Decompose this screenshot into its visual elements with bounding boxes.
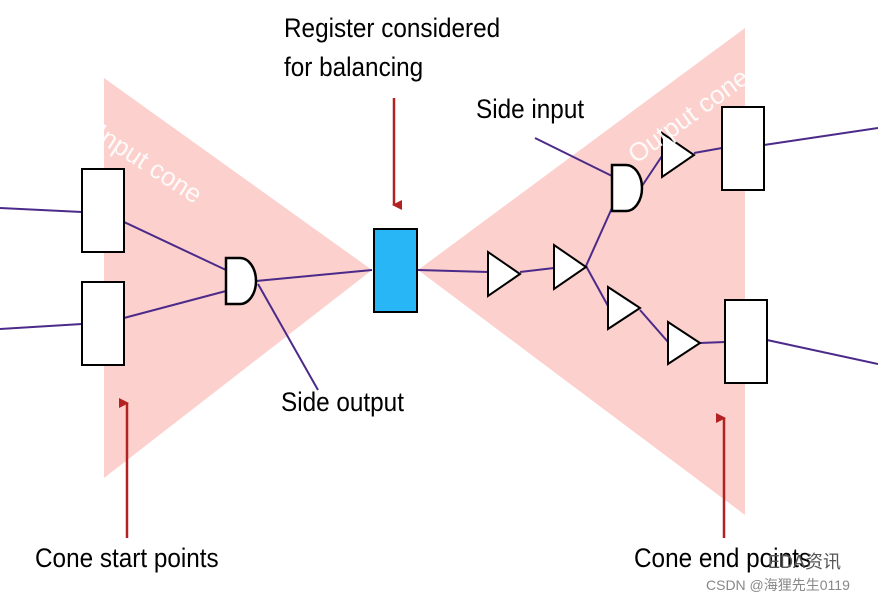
register-title-line2: for balancing xyxy=(284,52,424,82)
output-and-gate xyxy=(610,163,644,213)
buffer-2 xyxy=(553,243,588,291)
input-flop-bottom xyxy=(81,281,125,366)
cone-end-points-label: Cone end points xyxy=(634,543,811,573)
output-wires xyxy=(417,127,878,365)
output-flop-bottom xyxy=(724,299,768,384)
input-wires xyxy=(0,207,373,391)
buffer-lower-2 xyxy=(667,320,702,366)
side-output-label: Side output xyxy=(281,387,404,417)
watermark-source: CSDN @海狸先生0119 xyxy=(706,577,850,593)
register-title-line1: Register considered xyxy=(284,13,501,43)
watermark-channel: EDA资讯 xyxy=(768,552,842,572)
input-flop-top xyxy=(81,168,125,253)
buffer-1 xyxy=(487,250,522,298)
balancing-register xyxy=(373,228,418,313)
buffer-lower-1 xyxy=(607,285,642,331)
side-input-label: Side input xyxy=(476,94,585,124)
buffer-upper xyxy=(661,131,696,179)
output-flop-top xyxy=(721,106,765,191)
input-and-gate xyxy=(224,256,258,306)
cone-start-points-label: Cone start points xyxy=(35,543,219,573)
